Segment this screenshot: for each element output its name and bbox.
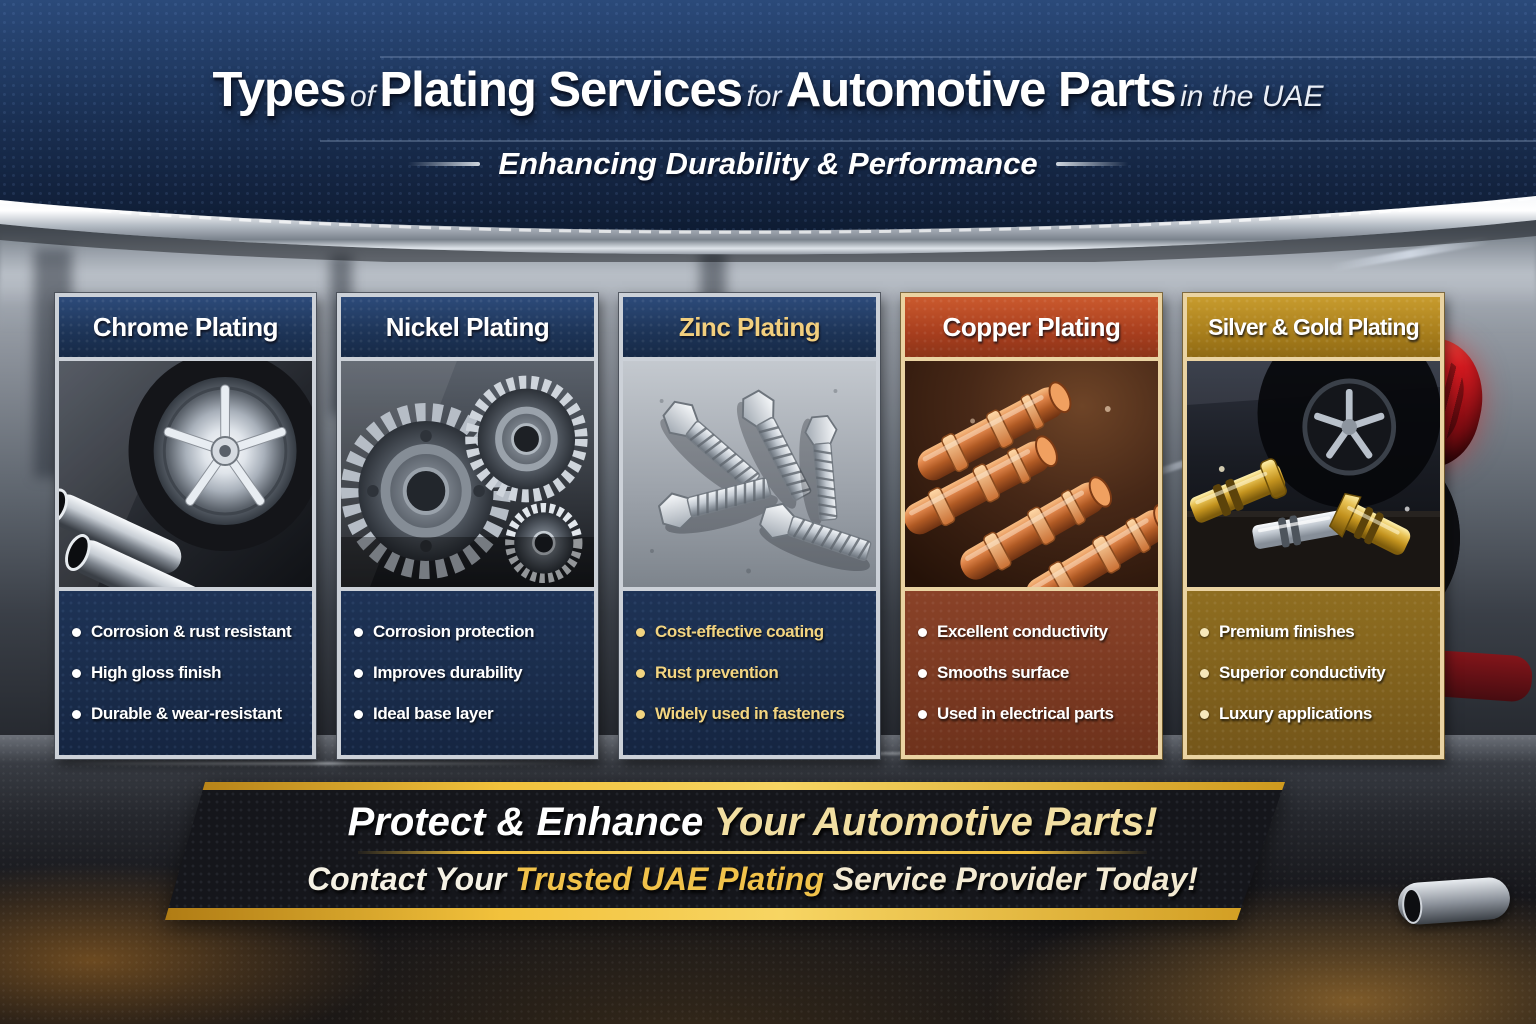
card-title: Silver & Gold Plating bbox=[1208, 313, 1419, 340]
subtitle-rule-right bbox=[1055, 162, 1128, 166]
page-title: Types of Plating Services for Automotive… bbox=[0, 62, 1536, 118]
bullet-dot-icon bbox=[1200, 709, 1209, 719]
banner-content: Protect & Enhance Your Automotive Parts!… bbox=[165, 790, 1285, 908]
card-title: Nickel Plating bbox=[385, 311, 550, 342]
bullet-dot-icon bbox=[636, 668, 645, 678]
bullet-item: Smooths surface bbox=[918, 663, 1150, 683]
plating-cards-row: Chrome Plating bbox=[55, 293, 1444, 759]
bullet-dot-icon bbox=[354, 668, 363, 678]
copper-plating-photo bbox=[905, 361, 1158, 587]
card-header-zinc: Zinc Plating bbox=[623, 297, 876, 357]
bullet-dot-icon bbox=[636, 627, 645, 637]
banner-contact-line: Contact Your Trusted UAE Plating Service… bbox=[307, 861, 1198, 897]
zinc-photo-art bbox=[623, 361, 876, 587]
bullet-item: Superior conductivity bbox=[1200, 663, 1432, 683]
bullet-item: Durable & wear-resistant bbox=[72, 704, 304, 724]
card-copper-plating: Copper Plating bbox=[901, 293, 1162, 759]
bullet-item: Premium finishes bbox=[1200, 622, 1432, 642]
gear-small bbox=[505, 502, 583, 584]
floor-reflection bbox=[60, 762, 580, 765]
zinc-plating-photo bbox=[623, 361, 876, 587]
gear-medium bbox=[465, 375, 588, 503]
bullet-dot-icon bbox=[636, 709, 645, 719]
bullet-item: Corrosion protection bbox=[354, 622, 586, 642]
card-title: Copper Plating bbox=[942, 311, 1121, 342]
bullet-dot-icon bbox=[72, 668, 81, 678]
bullet-item: Excellent conductivity bbox=[918, 622, 1150, 642]
banner-gold-stripe-bottom bbox=[165, 908, 1285, 920]
copper-photo-art bbox=[905, 361, 1158, 587]
silver-connector bbox=[1252, 510, 1346, 549]
card-header-chrome: Chrome Plating bbox=[59, 297, 312, 357]
card-header-copper: Copper Plating bbox=[905, 297, 1158, 357]
bullet-dot-icon bbox=[1200, 627, 1209, 637]
cta-banner-shape: Protect & Enhance Your Automotive Parts!… bbox=[165, 782, 1285, 920]
title-connector: for bbox=[746, 80, 782, 113]
card-header-nickel: Nickel Plating bbox=[341, 297, 594, 357]
subtitle-row: Enhancing Durability & Performance bbox=[0, 146, 1536, 182]
bullet-item: High gloss finish bbox=[72, 663, 304, 683]
exhaust-pipes bbox=[59, 488, 209, 587]
car-exhaust-tip bbox=[1396, 876, 1512, 926]
card-bullets-copper: Excellent conductivity Smooths surface U… bbox=[905, 591, 1158, 755]
title-word: Plating Services bbox=[379, 63, 743, 117]
header-band bbox=[0, 0, 1536, 262]
silver-gold-photo-art bbox=[1187, 361, 1440, 587]
title-connector: in the UAE bbox=[1180, 80, 1324, 113]
bullet-item: Widely used in fasteners bbox=[636, 704, 868, 724]
card-silver-gold-plating: Silver & Gold Plating bbox=[1183, 293, 1444, 759]
bullet-dot-icon bbox=[72, 627, 81, 637]
chrome-plating-photo bbox=[59, 361, 312, 587]
banner-divider bbox=[358, 851, 1146, 854]
title-word: Types bbox=[212, 63, 347, 117]
title-word: Automotive Parts bbox=[785, 63, 1177, 117]
cta-banner: Protect & Enhance Your Automotive Parts!… bbox=[165, 782, 1285, 920]
bullet-dot-icon bbox=[354, 627, 363, 637]
bullet-item: Used in electrical parts bbox=[918, 704, 1150, 724]
card-bullets-nickel: Corrosion protection Improves durability… bbox=[341, 591, 594, 755]
chrome-photo-art bbox=[59, 361, 312, 587]
card-bullets-silver-gold: Premium finishes Superior conductivity L… bbox=[1187, 591, 1440, 755]
silver-gold-plating-photo bbox=[1187, 361, 1440, 587]
nickel-photo-art bbox=[341, 361, 594, 587]
bullet-dot-icon bbox=[354, 709, 363, 719]
card-title: Chrome Plating bbox=[92, 311, 279, 342]
bullet-dot-icon bbox=[1200, 668, 1209, 678]
gold-connector bbox=[1189, 458, 1287, 523]
bullet-dot-icon bbox=[918, 627, 927, 637]
card-bullets-chrome: Corrosion & rust resistant High gloss fi… bbox=[59, 591, 312, 755]
card-chrome-plating: Chrome Plating bbox=[55, 293, 316, 759]
page-subtitle: Enhancing Durability & Performance bbox=[498, 146, 1038, 181]
card-header-silver-gold: Silver & Gold Plating bbox=[1187, 297, 1440, 357]
title-connector: of bbox=[349, 80, 375, 113]
card-zinc-plating: Zinc Plating bbox=[619, 293, 880, 759]
bullet-dot-icon bbox=[918, 709, 927, 719]
card-bullets-zinc: Cost-effective coating Rust prevention W… bbox=[623, 591, 876, 755]
background-wheel-spokes bbox=[1314, 389, 1385, 459]
banner-gold-stripe-top bbox=[165, 782, 1285, 790]
gold-connector-angled bbox=[1328, 492, 1411, 555]
banner-headline: Protect & Enhance Your Automotive Parts! bbox=[347, 800, 1158, 844]
card-nickel-plating: Nickel Plating bbox=[337, 293, 598, 759]
nickel-plating-photo bbox=[341, 361, 594, 587]
bullet-item: Improves durability bbox=[354, 663, 586, 683]
bullet-item: Cost-effective coating bbox=[636, 622, 868, 642]
card-title: Zinc Plating bbox=[678, 311, 821, 342]
bullet-item: Corrosion & rust resistant bbox=[72, 622, 304, 642]
bullet-dot-icon bbox=[918, 668, 927, 678]
subtitle-rule-left bbox=[408, 162, 481, 166]
bullet-dot-icon bbox=[72, 709, 81, 719]
bullet-item: Ideal base layer bbox=[354, 704, 586, 724]
bullet-item: Rust prevention bbox=[636, 663, 868, 683]
bullet-item: Luxury applications bbox=[1200, 704, 1432, 724]
